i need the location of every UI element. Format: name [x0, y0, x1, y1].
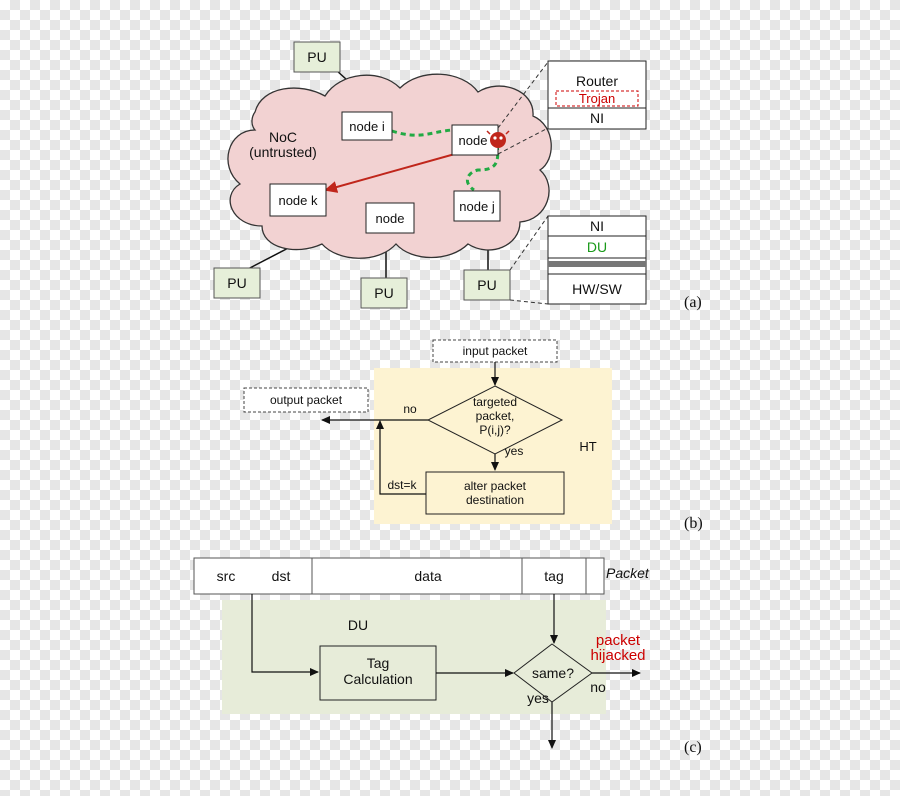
field-src: src [217, 568, 236, 584]
pu-label-top: PU [307, 49, 326, 65]
packet-label: Packet [606, 565, 650, 581]
yes-label-b: yes [505, 444, 524, 458]
node-j-box [453, 190, 501, 222]
decision-line3: P(i,j)? [479, 423, 511, 437]
pu-box-bottom [360, 277, 408, 309]
alter-line2: destination [466, 493, 524, 507]
noc-label-line2: (untrusted) [249, 144, 317, 160]
caption-c: (c) [684, 739, 702, 756]
hijack-arrow [324, 151, 463, 193]
panel-b: input packet targeted packet, P(i,j)? no… [243, 339, 703, 532]
pu-du-label: DU [587, 239, 607, 255]
caption-a: (a) [684, 294, 702, 311]
hijacked-line1: packet [596, 632, 641, 649]
trojan-box [555, 90, 639, 107]
node-k-box [269, 183, 327, 217]
same-label: same? [532, 665, 574, 681]
trojan-label: Trojan [579, 91, 615, 106]
tag-calc-line1: Tag [367, 655, 390, 671]
field-tag: tag [544, 568, 563, 584]
hijacked-line2: hijacked [590, 647, 645, 664]
panel-c: src dst data tag Packet DU Tag Calculati… [193, 557, 702, 756]
tag-calc-line2: Calculation [343, 671, 412, 687]
noc-label-line1: NoC [269, 129, 297, 145]
input-packet-label: input packet [463, 344, 528, 358]
pu-label-bottom: PU [374, 285, 393, 301]
yes-label-c: yes [527, 690, 549, 706]
du-label: DU [348, 617, 368, 633]
field-data: data [414, 568, 441, 584]
field-dst: dst [272, 568, 291, 584]
path-i-to-trojan [391, 128, 453, 137]
no-label-c: no [590, 679, 606, 695]
decision-line1: targeted [473, 395, 517, 409]
output-packet-label: output packet [270, 393, 343, 407]
alter-box [425, 471, 565, 515]
node-j-label: node j [459, 199, 495, 214]
node-box [365, 202, 415, 234]
pu-hwsw-label: HW/SW [572, 281, 623, 297]
decision-line2: packet, [476, 409, 515, 423]
pu-stack: NI DU HW/SW [509, 215, 647, 305]
pu-label-right: PU [477, 277, 496, 293]
node-k-label: node k [278, 193, 318, 208]
pu-box-left [213, 267, 261, 299]
output-packet-box [243, 387, 369, 413]
packet-bar [193, 557, 605, 595]
pu-box-top [293, 41, 341, 73]
pu-ni-label: NI [590, 218, 604, 234]
path-trojan-to-j [465, 144, 500, 192]
dst-label: dst=k [387, 478, 417, 492]
node-label: node [376, 211, 405, 226]
router-ni-label: NI [590, 110, 604, 126]
arrow-fields-to-calc [251, 594, 319, 676]
pu-box-right [463, 269, 511, 301]
router-label: Router [576, 73, 618, 89]
no-label-b: no [403, 402, 417, 416]
trojan-bug-icon [486, 130, 510, 148]
pu-label-left: PU [227, 275, 246, 291]
alter-line1: alter packet [464, 479, 527, 493]
caption-b: (b) [684, 515, 703, 532]
tag-calc-box [319, 645, 437, 701]
node-trojan-label: node [459, 133, 488, 148]
arrow-loop-back [376, 420, 426, 495]
node-i-box [341, 111, 393, 141]
node-i-label: node i [349, 119, 385, 134]
panel-a: NoC (untrusted) node i node node k node … [213, 41, 702, 311]
router-stack: Router Trojan NI [497, 60, 647, 155]
ht-label: HT [579, 439, 596, 454]
